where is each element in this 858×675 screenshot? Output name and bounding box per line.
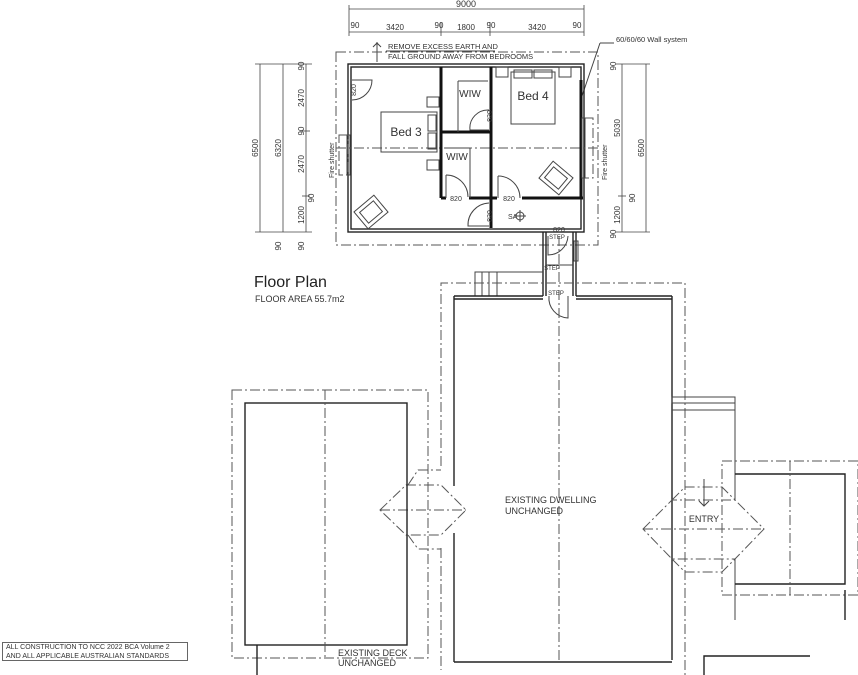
doors xyxy=(351,79,521,227)
dim-right-overall: 6500 xyxy=(637,139,646,157)
dim-left-seg: 2470 xyxy=(297,155,306,173)
dim-top-seg: 3420 xyxy=(386,23,404,32)
dim-top-seg: 90 xyxy=(573,21,582,30)
step-label: STEP xyxy=(549,235,565,241)
drawing-title: Floor Plan xyxy=(254,274,327,291)
dim-top-seg: 90 xyxy=(435,21,444,30)
smoke-alarm-label: SA xyxy=(508,214,518,221)
dim-left-bottom: 90 xyxy=(274,241,283,250)
door-width-label: 820 xyxy=(487,210,494,222)
dim-left-bottom: 90 xyxy=(297,241,306,250)
armchair xyxy=(353,194,389,230)
dim-left-seg: 1200 xyxy=(297,206,306,224)
smoke-alarm-icon xyxy=(514,210,526,222)
dim-left-seg: 90 xyxy=(297,126,306,135)
internal-walls xyxy=(439,67,583,228)
left-dimension-lines xyxy=(255,63,312,233)
fire-shutter-right xyxy=(581,117,594,179)
door-width-label: 820 xyxy=(553,227,565,234)
dim-top-seg: 90 xyxy=(487,21,496,30)
door-width-label: 820 xyxy=(351,84,358,96)
entry-area xyxy=(642,396,858,675)
armchair xyxy=(538,160,574,196)
dim-right-seg: 90 xyxy=(609,61,618,70)
wall-system-label: 60/60/60 Wall system xyxy=(616,35,687,44)
room-label-bed-3: Bed 3 xyxy=(390,125,422,139)
dim-top-overall: 9000 xyxy=(456,0,476,9)
door-width-label: 820 xyxy=(487,110,494,122)
door-width-label: 820 xyxy=(450,196,462,203)
step-label: STEP xyxy=(548,291,564,297)
room-label-wiw: WIW xyxy=(459,89,481,100)
room-label-bed-4: Bed 4 xyxy=(517,89,549,103)
existing-deck xyxy=(231,389,429,675)
entry-label: ENTRY xyxy=(689,514,719,524)
dim-top-seg: 90 xyxy=(351,21,360,30)
dim-left-seg: 2470 xyxy=(297,89,306,107)
dim-right-seg: 90 xyxy=(609,229,618,238)
dim-top-seg: 3420 xyxy=(528,23,546,32)
dim-left-seg: 90 xyxy=(307,193,316,202)
floor-area-label: FLOOR AREA 55.7m2 xyxy=(255,294,345,304)
bed-4-furniture xyxy=(495,66,572,125)
existing-deck-label: UNCHANGED xyxy=(338,658,397,668)
earth-note-line1: REMOVE EXCESS EARTH AND xyxy=(388,42,498,51)
right-dimension-lines xyxy=(616,63,650,233)
dim-right-seg: 5030 xyxy=(613,119,622,137)
dim-left-overall: 6500 xyxy=(251,139,260,157)
top-dimension-lines xyxy=(348,5,585,36)
room-label-wiw: WIW xyxy=(446,152,468,163)
earth-note-line2: FALL GROUND AWAY FROM BEDROOMS xyxy=(388,52,533,61)
dim-left-seg: 90 xyxy=(297,61,306,70)
fire-shutter-left xyxy=(338,134,351,176)
deck-connector xyxy=(379,469,467,550)
dim-right-seg: 1200 xyxy=(613,206,622,224)
fire-shutter-label: Fire shutter xyxy=(602,144,609,180)
existing-dwelling-label: UNCHANGED xyxy=(505,506,564,516)
bed-3-furniture xyxy=(380,96,440,171)
link-corridor xyxy=(474,232,579,660)
dim-top-seg: 1800 xyxy=(457,23,475,32)
door-width-label: 820 xyxy=(503,196,515,203)
fire-shutter-label: Fire shutter xyxy=(329,142,336,178)
dim-left-inner: 6320 xyxy=(274,139,283,157)
existing-dwelling-label: EXISTING DWELLING xyxy=(505,495,597,505)
existing-deck-label: EXISTING DECK xyxy=(338,648,408,658)
dim-right-seg: 90 xyxy=(628,193,637,202)
step-label: STEP xyxy=(544,266,560,272)
compliance-note: ALL CONSTRUCTION TO NCC 2022 BCA Volume … xyxy=(2,642,188,661)
existing-dwelling xyxy=(440,282,686,675)
